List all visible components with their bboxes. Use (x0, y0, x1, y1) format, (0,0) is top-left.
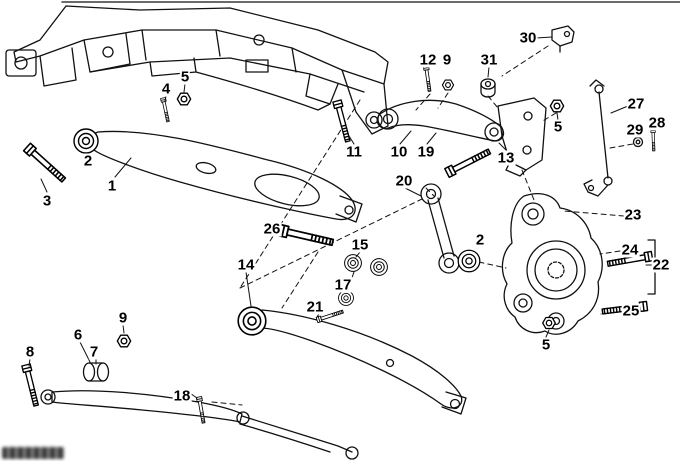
bolt-18 (195, 396, 207, 424)
bushing-15a (344, 254, 362, 272)
bolt-12 (423, 65, 433, 93)
bolt-13 (444, 146, 493, 179)
leader-lines (28, 36, 653, 399)
part-number-callout-9-2[interactable]: 9 (441, 51, 453, 69)
part-number-callout-5-9[interactable]: 5 (552, 118, 564, 136)
nut-9b (116, 334, 132, 348)
bolt-3 (22, 142, 68, 185)
part-number-callout-8-32[interactable]: 8 (24, 343, 36, 361)
part-number-callout-2-14[interactable]: 2 (82, 152, 94, 170)
part-number-callout-20-16[interactable]: 20 (394, 172, 414, 190)
part-number-callout-15-21[interactable]: 15 (350, 236, 370, 254)
nut-5c (542, 316, 556, 330)
trailing-arm (239, 309, 467, 460)
part-number-callout-30-0[interactable]: 30 (518, 29, 538, 47)
wheel-carrier (501, 193, 603, 335)
part-number-callout-6-29[interactable]: 6 (72, 326, 84, 344)
part-number-callout-11-10[interactable]: 11 (345, 143, 363, 161)
part-number-callout-31-3[interactable]: 31 (479, 51, 499, 69)
bushing-2b (457, 249, 481, 273)
part-number-callout-7-31[interactable]: 7 (88, 343, 100, 361)
part-number-callout-22-23[interactable]: 22 (651, 256, 671, 274)
part-number-callout-27-6[interactable]: 27 (626, 95, 646, 113)
sensor-link-rod (583, 79, 613, 197)
lower-tie-arm (40, 362, 250, 425)
part-number-callout-18-33[interactable]: 18 (172, 387, 192, 405)
bolt-26 (276, 223, 335, 249)
part-number-callout-4-5[interactable]: 4 (160, 80, 172, 98)
part-number-callout-23-18[interactable]: 23 (623, 206, 643, 224)
part-number-callout-12-1[interactable]: 12 (418, 51, 438, 69)
part-number-callout-9-28[interactable]: 9 (117, 309, 129, 327)
upper-control-arm (376, 99, 505, 142)
part-number-callout-17-25[interactable]: 17 (333, 276, 353, 294)
part-number-callout-25-27[interactable]: 25 (621, 302, 641, 320)
part-number-callout-19-12[interactable]: 19 (416, 143, 436, 161)
integral-link (420, 183, 460, 274)
part-number-callout-29-8[interactable]: 29 (625, 121, 645, 139)
sensor-part (551, 25, 575, 53)
lower-control-arm (89, 130, 363, 223)
part-number-callout-21-26[interactable]: 21 (305, 298, 325, 316)
bolt-4 (160, 97, 171, 123)
bushing-14-front (237, 306, 267, 336)
part-number-callout-2-20[interactable]: 2 (474, 231, 486, 249)
washer-29 (632, 136, 644, 148)
part-number-callout-5-4[interactable]: 5 (179, 68, 191, 86)
bushing-15b (370, 258, 388, 276)
nut-5a (176, 92, 192, 106)
part-number-callout-1-15[interactable]: 1 (106, 177, 118, 195)
part-number-callout-3-17[interactable]: 3 (41, 192, 53, 210)
part-number-callout-5-30[interactable]: 5 (540, 336, 552, 354)
watermark-logo (2, 447, 64, 459)
nut-5b (549, 99, 565, 113)
part-number-callout-10-11[interactable]: 10 (389, 143, 409, 161)
mounting-bracket (497, 97, 547, 177)
bushing-2a (73, 128, 99, 154)
bushing-7 (82, 362, 110, 382)
nut-9a (441, 79, 455, 91)
part-number-callout-14-24[interactable]: 14 (236, 256, 256, 274)
part-number-callout-28-7[interactable]: 28 (647, 114, 667, 132)
bolt-28 (650, 128, 657, 152)
part-number-callout-24-22[interactable]: 24 (620, 241, 640, 259)
grommet-31 (480, 78, 496, 98)
part-number-callout-13-13[interactable]: 13 (496, 149, 516, 167)
rear-subframe (5, 1, 680, 135)
part-number-callout-26-19[interactable]: 26 (262, 220, 282, 238)
bolt-8 (21, 363, 41, 408)
